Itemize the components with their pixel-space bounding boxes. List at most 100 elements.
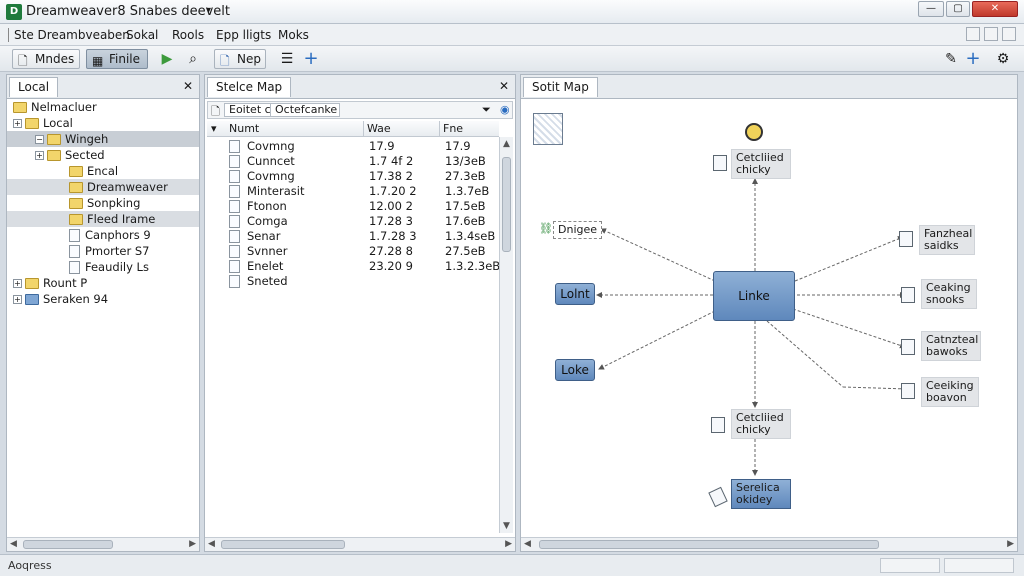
add-icon[interactable]: + xyxy=(303,48,319,69)
scroll-left-icon[interactable]: ◀ xyxy=(524,539,531,549)
path-right-field[interactable]: Octefcanke xyxy=(270,103,340,117)
minimize-button[interactable]: — xyxy=(918,1,944,17)
tree-item[interactable]: +Rount P xyxy=(7,275,199,291)
map-hscroll-thumb[interactable] xyxy=(539,540,879,549)
link-line-bridge xyxy=(600,228,716,282)
tree-item[interactable]: Dreamweaver xyxy=(7,179,199,195)
nep-button[interactable]: 🗋 Nep xyxy=(214,49,266,69)
site-vscroll-thumb[interactable] xyxy=(502,157,511,252)
play-icon[interactable]: ▶ xyxy=(161,51,173,67)
col-size[interactable]: Wae xyxy=(367,122,391,135)
panel-restore-button[interactable] xyxy=(984,27,998,41)
expand-icon[interactable]: + xyxy=(13,119,22,128)
tree-item[interactable]: + Seraken 94 xyxy=(7,291,199,307)
menu-moks[interactable]: Moks xyxy=(278,28,309,42)
scroll-right-icon[interactable]: ▶ xyxy=(189,539,196,549)
site-panel-close-icon[interactable]: ✕ xyxy=(498,79,509,93)
add-right-icon[interactable]: + xyxy=(965,48,981,69)
site-hscrollbar[interactable]: ◀ ▶ xyxy=(205,537,515,551)
close-window-button[interactable]: ✕ xyxy=(972,1,1018,17)
collapse-icon[interactable]: − xyxy=(35,135,44,144)
title-dropdown-caret-icon[interactable]: ▾ xyxy=(206,5,212,16)
finile-button[interactable]: ▦ Finile xyxy=(86,49,148,69)
menu-rools[interactable]: Rools xyxy=(172,28,205,42)
local-panel-close-icon[interactable]: ✕ xyxy=(182,79,193,93)
file-icon xyxy=(229,155,240,168)
tree-item[interactable]: +Sected xyxy=(7,147,199,163)
sort-arrow-icon[interactable]: ▾ xyxy=(211,122,217,135)
document-icon xyxy=(901,339,915,355)
col-divider[interactable] xyxy=(363,121,364,137)
file-icon xyxy=(69,229,80,242)
map-node-loke[interactable]: Loke xyxy=(555,359,595,381)
list-icon[interactable]: ☰ xyxy=(280,51,294,67)
folder-icon xyxy=(13,102,27,113)
tree-item[interactable]: Fleed Irame xyxy=(7,211,199,227)
maximize-button[interactable]: ▢ xyxy=(946,1,970,17)
map-node-center[interactable]: Linke xyxy=(713,271,795,321)
scroll-right-icon[interactable]: ▶ xyxy=(505,539,512,549)
refresh-icon[interactable]: ◉ xyxy=(500,103,510,116)
map-hscrollbar[interactable]: ◀ ▶ xyxy=(521,537,1017,551)
filter-icon[interactable]: ⏷ xyxy=(482,103,491,116)
menu-site[interactable]: Ste Dreambveaben xyxy=(14,28,130,42)
cell-size: 12.00 2 xyxy=(369,199,413,213)
cell-name: Comga xyxy=(247,214,288,228)
scroll-up-icon[interactable]: ▲ xyxy=(503,139,510,149)
col-name[interactable]: Numt xyxy=(229,122,260,135)
local-hscrollbar[interactable]: ◀ ▶ xyxy=(7,537,199,551)
map-tabstrip xyxy=(521,75,1017,99)
tree-item[interactable]: −Wingeh xyxy=(7,131,199,147)
tree-item[interactable]: +Local xyxy=(7,115,199,131)
tab-local[interactable]: Local xyxy=(9,77,59,97)
tree-item[interactable]: Sonpking xyxy=(7,195,199,211)
window-title: Dreamweaver8 Snabes deevelt xyxy=(26,4,230,19)
tree-item[interactable]: Canphors 9 xyxy=(7,227,199,243)
tab-stelce-map[interactable]: Stelce Map xyxy=(207,77,292,97)
site-hscroll-thumb[interactable] xyxy=(221,540,345,549)
site-vscrollbar[interactable]: ▲ ▼ xyxy=(499,137,513,533)
tree-item[interactable]: Pmorter S7 xyxy=(7,243,199,259)
scroll-right-icon[interactable]: ▶ xyxy=(1007,539,1014,549)
tree-item[interactable]: Feaudily Ls xyxy=(7,259,199,275)
tree-item[interactable]: Nelmacluer xyxy=(7,99,199,115)
col-divider[interactable] xyxy=(439,121,440,137)
scroll-down-icon[interactable]: ▼ xyxy=(503,521,510,531)
menu-sokal[interactable]: Sokal xyxy=(126,28,159,42)
scroll-left-icon[interactable]: ◀ xyxy=(10,539,17,549)
pencil-icon[interactable]: ✎ xyxy=(945,51,957,67)
tree-item-label: Seraken 94 xyxy=(43,292,109,306)
page-icon: 🗋 xyxy=(211,105,220,118)
panel-close-button[interactable] xyxy=(1002,27,1016,41)
map-node-lolnt[interactable]: Lolnt xyxy=(555,283,595,305)
tab-sotit-map[interactable]: Sotit Map xyxy=(523,77,598,97)
search-icon[interactable]: ⌕ xyxy=(189,51,197,67)
expand-icon[interactable]: + xyxy=(35,151,44,160)
cell-size: 17.9 xyxy=(369,139,395,153)
local-hscroll-thumb[interactable] xyxy=(23,540,113,549)
home-lightbulb-icon[interactable] xyxy=(745,123,763,141)
panel-minimize-button[interactable] xyxy=(966,27,980,41)
expand-icon[interactable]: + xyxy=(13,279,22,288)
col-type[interactable]: Fne xyxy=(443,122,464,135)
file-icon xyxy=(229,260,240,273)
menu-epp-lligts[interactable]: Epp lligts xyxy=(216,28,272,42)
site-root-thumbnail-icon[interactable] xyxy=(533,113,563,145)
list-item[interactable]: Sneted xyxy=(229,274,499,289)
file-icon xyxy=(229,230,240,243)
modes-button[interactable]: 🗋 Mndes xyxy=(12,49,80,69)
scroll-left-icon[interactable]: ◀ xyxy=(208,539,215,549)
expand-icon[interactable]: + xyxy=(13,295,22,304)
tree-item[interactable]: Encal xyxy=(7,163,199,179)
gear-icon[interactable]: ⚙ xyxy=(996,51,1010,67)
path-left-field[interactable]: Eoitet c xyxy=(224,103,280,117)
